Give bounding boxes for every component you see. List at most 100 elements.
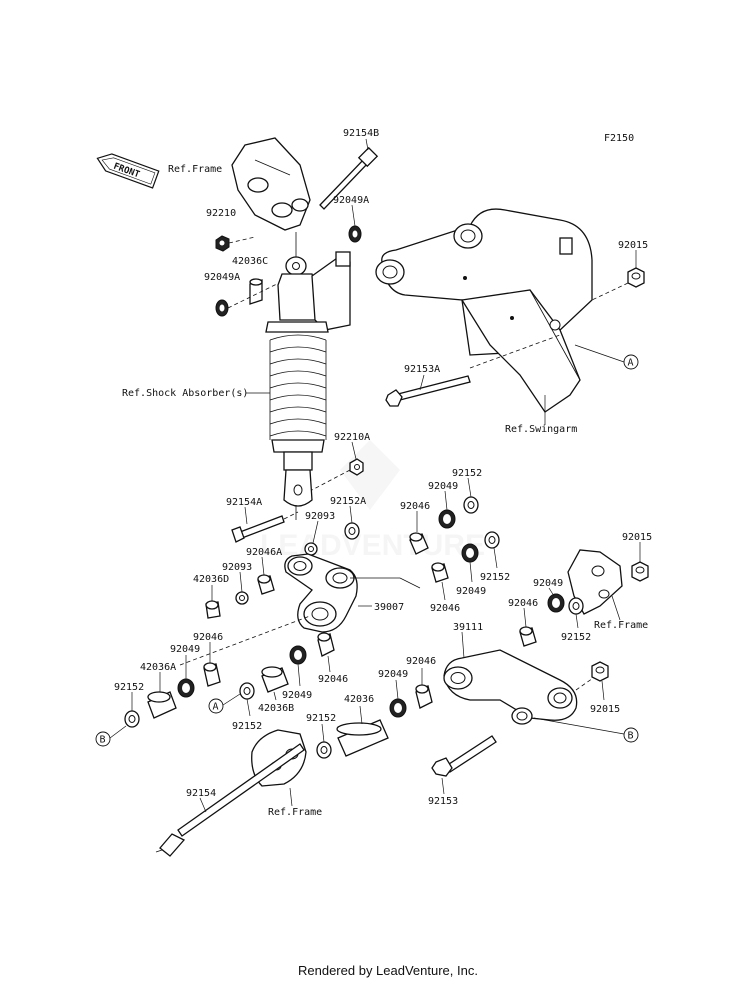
marker-a-right: A (623, 354, 639, 370)
label-92093-a: 92093 (305, 511, 335, 522)
marker-a-left: A (208, 698, 224, 714)
washer-92152-right (568, 597, 584, 615)
swingarm (375, 208, 593, 413)
shock-absorber (265, 232, 351, 520)
ref-frame-right: Ref.Frame (594, 620, 648, 631)
bolt-92153 (431, 735, 497, 777)
label-42036A: 42036A (140, 662, 176, 673)
washer-92152A (344, 522, 360, 540)
ref-shock-absorber: Ref.Shock Absorber(s) (122, 388, 248, 399)
washer-92152-b (316, 741, 332, 759)
label-92093-b: 92093 (222, 562, 252, 573)
label-92153A: 92153A (404, 364, 440, 375)
label-42036: 42036 (344, 694, 374, 705)
ref-frame-bottom: Ref.Frame (268, 807, 322, 818)
label-92049-mid: 92049 (456, 586, 486, 597)
label-92046-c: 92046 (318, 674, 348, 685)
washer-92152-a (239, 682, 255, 700)
label-92154B: 92154B (343, 128, 379, 139)
collar-92049A-top (348, 225, 362, 243)
frame-bracket-top (231, 137, 311, 231)
sleeve-42036 (336, 719, 389, 757)
label-92152A: 92152A (330, 496, 366, 507)
label-92152-right: 92152 (561, 632, 591, 643)
ref-frame-top: Ref.Frame (168, 164, 222, 175)
collar-92049A-left (215, 299, 229, 317)
label-42036B: 42036B (258, 703, 294, 714)
label-92046-left: 92046 (193, 632, 223, 643)
label-92210: 92210 (206, 208, 236, 219)
label-92046-right: 92046 (508, 598, 538, 609)
washer-92093-b (235, 591, 249, 605)
collar-92049-left (177, 678, 195, 698)
marker-b-right: B (623, 727, 639, 743)
nut-92210A (349, 458, 364, 476)
washer-92152-left (124, 710, 140, 728)
collar-92049-top (438, 509, 456, 529)
nut-92015-right (631, 561, 649, 582)
bearing-92046-c (317, 632, 335, 657)
label-92210A: 92210A (334, 432, 370, 443)
label-39007: 39007 (374, 602, 404, 613)
label-92152-mid: 92152 (480, 572, 510, 583)
label-92049-right: 92049 (533, 578, 563, 589)
label-92049-top: 92049 (428, 481, 458, 492)
label-92049-d: 92049 (378, 669, 408, 680)
footer-credit: Rendered by LeadVenture, Inc. (298, 963, 478, 978)
front-arrow-icon: FRONT (96, 153, 160, 189)
sleeve-42036C (249, 278, 263, 305)
label-92049-c: 92049 (282, 690, 312, 701)
tie-rod-39007 (284, 553, 358, 633)
bolt-92153A (385, 375, 471, 407)
bearing-92046-right (519, 626, 537, 647)
bearing-92046-d (415, 684, 433, 709)
nut-92210 (215, 235, 230, 252)
label-92153: 92153 (428, 796, 458, 807)
washer-92093-a (304, 542, 318, 556)
label-92049-left: 92049 (170, 644, 200, 655)
label-92015-bottom: 92015 (590, 704, 620, 715)
label-42036C: 42036C (232, 256, 268, 267)
washer-92152-mid (484, 531, 500, 549)
bearing-92046-mid (409, 532, 429, 555)
label-42036D: 42036D (193, 574, 229, 585)
label-92152-top: 92152 (452, 468, 482, 479)
collar-92049-mid (461, 543, 479, 563)
bolt-92154B (319, 146, 379, 210)
marker-b-right-label: B (628, 731, 634, 742)
marker-a-right-label: A (628, 358, 634, 369)
label-92049A-left: 92049A (204, 272, 240, 283)
bearing-92046-left (203, 662, 221, 687)
sleeve-42036D (205, 600, 221, 619)
bearing-92046A (257, 574, 275, 595)
figure-code: F2150 (604, 133, 634, 144)
bolt-92154 (155, 743, 305, 857)
label-92154A: 92154A (226, 497, 262, 508)
washer-92152-top (463, 496, 479, 514)
marker-a-left-label: A (213, 702, 219, 713)
label-92046-mid: 92046 (400, 501, 430, 512)
label-39111: 39111 (453, 622, 483, 633)
label-92152-left: 92152 (114, 682, 144, 693)
collar-92049-c (289, 645, 307, 665)
marker-b-left-label: B (100, 735, 106, 746)
label-92152-a: 92152 (232, 721, 262, 732)
frame-bracket-right (567, 549, 623, 615)
label-92046A: 92046A (246, 547, 282, 558)
label-92046-d: 92046 (406, 656, 436, 667)
marker-b-left: B (95, 731, 111, 747)
label-92154: 92154 (186, 788, 216, 799)
label-92152-b: 92152 (306, 713, 336, 724)
rocker-arm-39111 (443, 649, 578, 725)
ref-swingarm: Ref.Swingarm (505, 424, 577, 435)
label-92015-right: 92015 (622, 532, 652, 543)
collar-92049-right (547, 593, 565, 613)
nut-92015-bottom (591, 661, 609, 682)
label-92046-b: 92046 (430, 603, 460, 614)
nut-92015-top (627, 267, 645, 288)
sleeve-42036A (147, 691, 177, 719)
bolt-92154A (231, 515, 285, 543)
label-92049A-top: 92049A (333, 195, 369, 206)
bearing-92046-b (431, 562, 449, 583)
